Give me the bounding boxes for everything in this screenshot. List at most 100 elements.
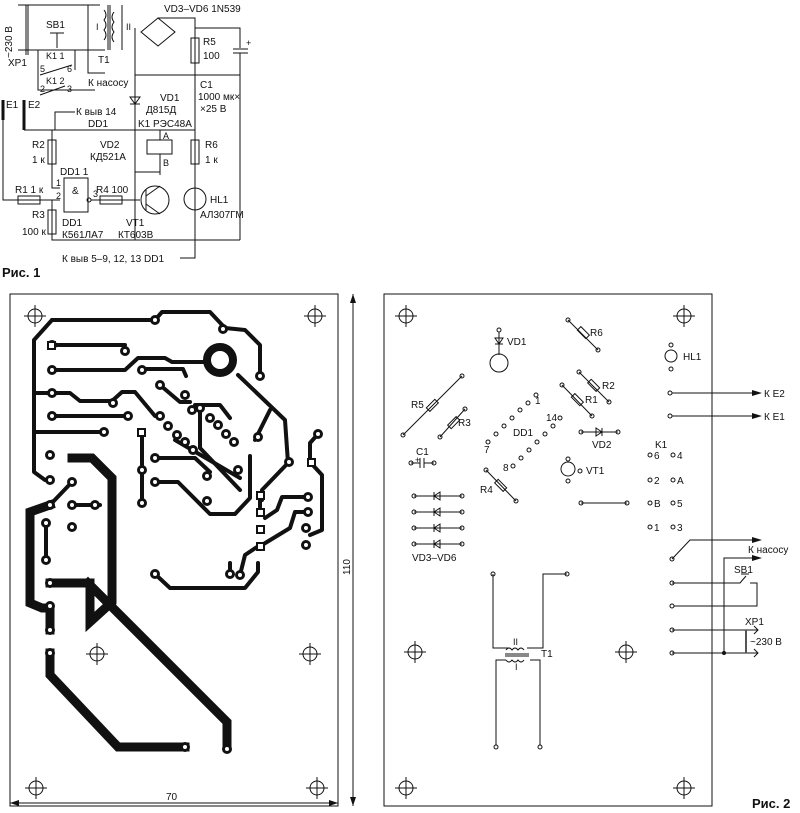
figure2-caption: Рис. 2 xyxy=(752,796,790,811)
r6-value: 1 к xyxy=(205,155,218,166)
to-pin14-label: К выв 14 xyxy=(76,107,117,118)
to-e1-label: К Е1 xyxy=(764,412,785,423)
c1-value-2: ×25 В xyxy=(200,104,227,115)
k1-pin: 4 xyxy=(677,451,683,462)
k1-contact1-label: K1 1 xyxy=(46,51,65,61)
dd1-label: DD1 xyxy=(62,218,82,229)
dd1-pin7: 7 xyxy=(484,445,490,456)
hl1-label-pcb: HL1 xyxy=(683,352,702,363)
k1-footprint: 6 4 2 A B 5 1 3 xyxy=(647,451,684,534)
mounting-holes-left xyxy=(24,305,328,799)
k1-contact2-label: K1 2 xyxy=(46,76,65,86)
vt1-value: КТ603В xyxy=(118,230,154,241)
k1-pin: 5 xyxy=(677,499,683,510)
bridge-label: VD3–VD6 1N539 xyxy=(164,4,241,15)
k1-pin: 6 xyxy=(654,451,660,462)
vd1-label: VD1 xyxy=(160,93,180,104)
vt1-label-pcb: VT1 xyxy=(586,466,605,477)
bridge-label-pcb: VD3–VD6 xyxy=(412,553,457,564)
r2-label: R2 xyxy=(32,140,45,151)
to-pump-label: К насосу xyxy=(88,78,128,89)
sb1-label: SB1 xyxy=(46,20,65,31)
dd1-in1: 1 xyxy=(56,178,61,188)
figure1-caption: Рис. 1 xyxy=(2,265,40,280)
r3-label-pcb: R3 xyxy=(458,418,471,429)
dd1-label-pcb: DD1 xyxy=(513,428,533,439)
r2-value: 1 к xyxy=(32,155,45,166)
pcb-component-layout: VD1 R6 HL1 R5 R2 R1 R3 xyxy=(383,293,790,811)
mains-label: ~230 В xyxy=(4,26,15,58)
bridge-diodes xyxy=(411,491,465,549)
k1-pin6: 6 xyxy=(67,64,72,74)
vd2-label: VD2 xyxy=(100,140,120,151)
hl1-label: HL1 xyxy=(210,195,229,206)
c1-value-1: 1000 мк× xyxy=(198,92,240,103)
pcb-track-layout: 110 70 xyxy=(9,293,356,807)
r5-value: 100 xyxy=(203,51,220,62)
r4-label-pcb: R4 xyxy=(480,485,493,496)
r1-label-pcb: R1 xyxy=(585,395,598,406)
figure1-schematic: ~230 В XP1 SB1 K1 1 5 6 K1 2 2 3 I II T1… xyxy=(1,4,251,280)
hl1-value: АЛ307ГМ xyxy=(200,210,244,221)
dd1-1-label: DD1 1 xyxy=(60,167,89,178)
e1-label: E1 xyxy=(6,100,19,111)
dd1-pin8: 8 xyxy=(503,463,509,474)
t1-w1-pcb: I xyxy=(515,662,518,672)
c1-label-pcb: C1 xyxy=(416,447,429,458)
r6-label-pcb: R6 xyxy=(590,328,603,339)
to-pump-label-pcb: К насосу xyxy=(748,545,788,556)
k1-pin: A xyxy=(677,476,684,487)
t1-winding-2: II xyxy=(126,22,131,32)
k1-relay-label: K1 РЭС48А xyxy=(138,119,192,130)
vd1-label-pcb: VD1 xyxy=(507,337,527,348)
r6-label: R6 xyxy=(205,140,218,151)
mounting-holes-right xyxy=(395,305,695,799)
xp1-label-pcb: XP1 xyxy=(745,617,764,628)
dim-width: 70 xyxy=(166,792,178,803)
dd1-value: К561ЛА7 xyxy=(62,230,104,241)
dd1-in2: 2 xyxy=(56,191,61,201)
t1-label: T1 xyxy=(98,55,110,66)
dd1-out3: 3 xyxy=(93,189,98,199)
to-pins-label: К выв 5–9, 12, 13 DD1 xyxy=(62,254,164,265)
k1-pin: 2 xyxy=(654,476,660,487)
k1-pin: B xyxy=(654,499,661,510)
r3-value: 100 к xyxy=(22,227,46,238)
xp1-label: XP1 xyxy=(8,58,27,69)
dd1-footprint xyxy=(485,392,563,469)
dd1-pin14: 14 xyxy=(546,413,558,424)
pcb-pads xyxy=(41,315,323,754)
and-symbol: & xyxy=(72,186,79,197)
mains-label-pcb: ~230 В xyxy=(750,637,782,648)
k1-pin: 1 xyxy=(654,523,660,534)
e2-label: E2 xyxy=(28,100,41,111)
vd2-value: КД521А xyxy=(90,152,126,163)
vt1-label: VT1 xyxy=(126,218,145,229)
t1-w2-pcb: II xyxy=(513,637,518,647)
to-e2-label: К Е2 xyxy=(764,389,785,400)
r1-label: R1 1 к xyxy=(15,185,44,196)
vd1-value: Д815Д xyxy=(146,105,176,116)
r5-label-pcb: R5 xyxy=(411,400,424,411)
vd2-label-pcb: VD2 xyxy=(592,440,612,451)
c1-label: C1 xyxy=(200,80,213,91)
k1-pin2: 2 xyxy=(40,84,45,94)
r2-label-pcb: R2 xyxy=(602,381,615,392)
dd1-top-label: DD1 xyxy=(88,119,108,130)
dim-height: 110 xyxy=(342,559,353,575)
dd1-pin1: 1 xyxy=(535,396,541,407)
c1-plus-pcb: + xyxy=(415,455,420,465)
sb1-label-pcb: SB1 xyxy=(734,565,753,576)
r5-label: R5 xyxy=(203,37,216,48)
t1-label-pcb: T1 xyxy=(541,649,553,660)
k1-pin3: 3 xyxy=(67,84,72,94)
k1-pin: 3 xyxy=(677,523,683,534)
k1-pin5: 5 xyxy=(40,64,45,74)
relay-b: B xyxy=(163,158,169,168)
c1-plus: + xyxy=(246,38,251,48)
relay-a: A xyxy=(163,131,169,141)
t1-winding-1: I xyxy=(96,22,99,32)
k1-label-pcb: K1 xyxy=(655,440,668,451)
r4-label: R4 100 xyxy=(96,185,129,196)
